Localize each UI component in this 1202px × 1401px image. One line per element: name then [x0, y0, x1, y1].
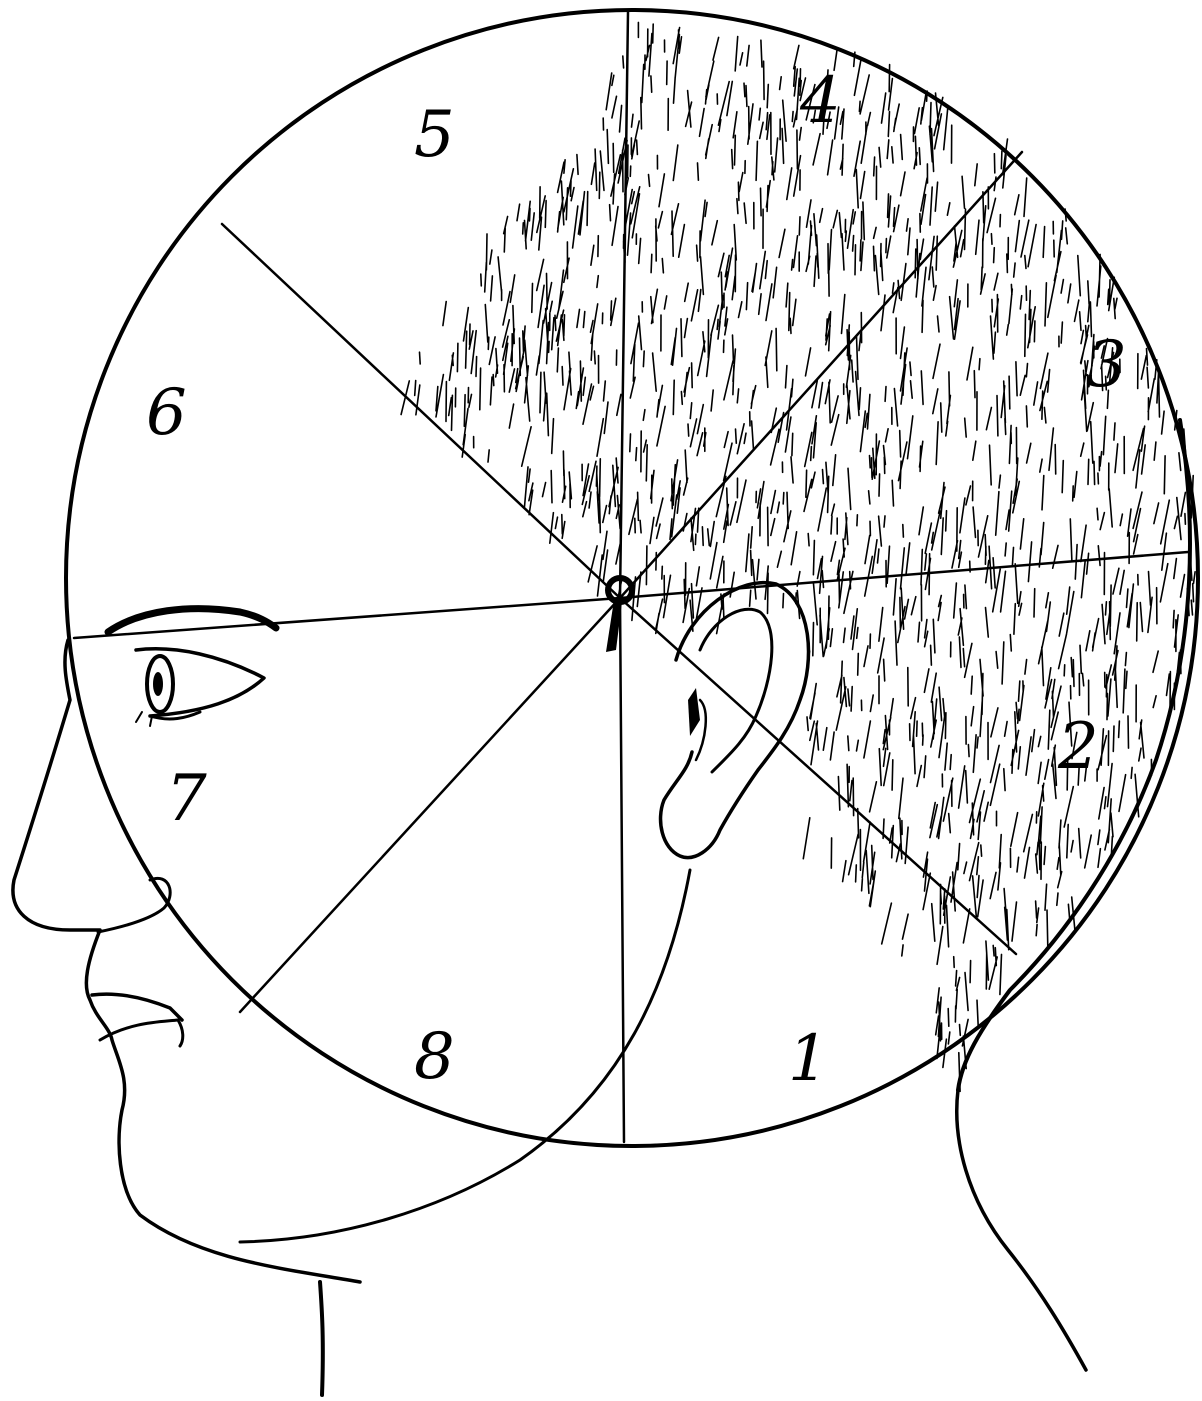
division-line-lower-left	[240, 598, 620, 1012]
nostril	[98, 878, 170, 932]
division-line-upper-left	[222, 224, 620, 598]
section-number-7: 7	[166, 762, 207, 836]
section-number-3: 3	[1086, 328, 1127, 402]
section-number-4: 4	[799, 64, 841, 138]
neck-front	[320, 1282, 323, 1395]
ear	[661, 583, 809, 858]
section-number-5: 5	[414, 98, 455, 172]
section-number-6: 6	[146, 376, 187, 450]
upper-lip	[92, 994, 182, 1020]
division-line-bottom	[620, 598, 624, 1142]
division-line-left	[74, 598, 620, 638]
section-number-1: 1	[788, 1022, 829, 1096]
face-profile	[13, 640, 360, 1282]
section-number-2: 2	[1057, 710, 1099, 784]
eye	[136, 649, 264, 726]
division-line-top	[620, 12, 628, 598]
neck-back	[957, 1090, 1086, 1370]
section-number-8: 8	[414, 1020, 455, 1094]
division-lines	[74, 12, 1188, 1142]
